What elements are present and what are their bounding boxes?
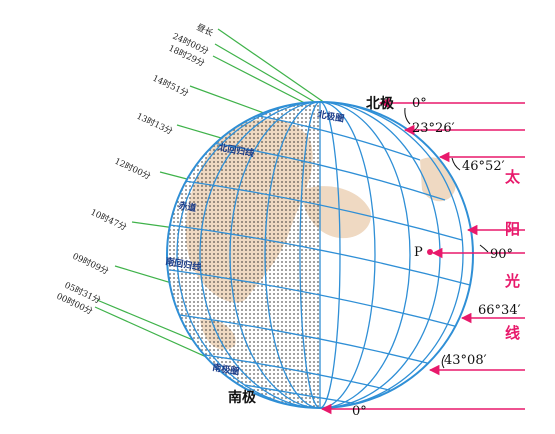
angle-label: 66°34′ <box>478 303 521 318</box>
south-pole-label: 南极 <box>228 389 257 406</box>
sun-rays <box>320 97 525 415</box>
sun-rays-char: 光 <box>504 272 520 290</box>
point-p-label: P <box>414 245 423 260</box>
sun-rays-char: 阳 <box>505 220 520 238</box>
point-p-marker <box>427 249 433 255</box>
north-pole-label: 北极 <box>366 95 395 112</box>
angle-label: 46°52′ <box>462 159 505 174</box>
angle-label: 0° <box>352 404 367 419</box>
globe-outline <box>166 101 474 409</box>
angle-label: 0° <box>412 96 427 111</box>
day-length-label: 10时47分 <box>89 207 129 234</box>
sun-rays-label: 太 阳 光 线 <box>504 168 521 342</box>
sun-angle-labels: 0° 23°26′ 46°52′ 90° 66°34′ 43°08′ 0° <box>352 96 521 419</box>
day-length-label: 昼长 <box>195 22 216 39</box>
equator-label: 赤道 <box>177 199 197 214</box>
angle-label: 43°08′ <box>444 353 487 368</box>
day-length-label: 14时51分 <box>151 73 191 100</box>
day-length-label: 12时00分 <box>113 156 153 183</box>
night-hemisphere <box>167 102 320 408</box>
sun-rays-char: 太 <box>505 168 521 186</box>
day-length-label: 13时13分 <box>135 111 175 138</box>
angle-label: 23°26′ <box>412 121 455 136</box>
angle-label: 90° <box>490 247 513 262</box>
sun-rays-char: 线 <box>505 324 520 342</box>
day-length-label: 09时09分 <box>71 251 111 278</box>
